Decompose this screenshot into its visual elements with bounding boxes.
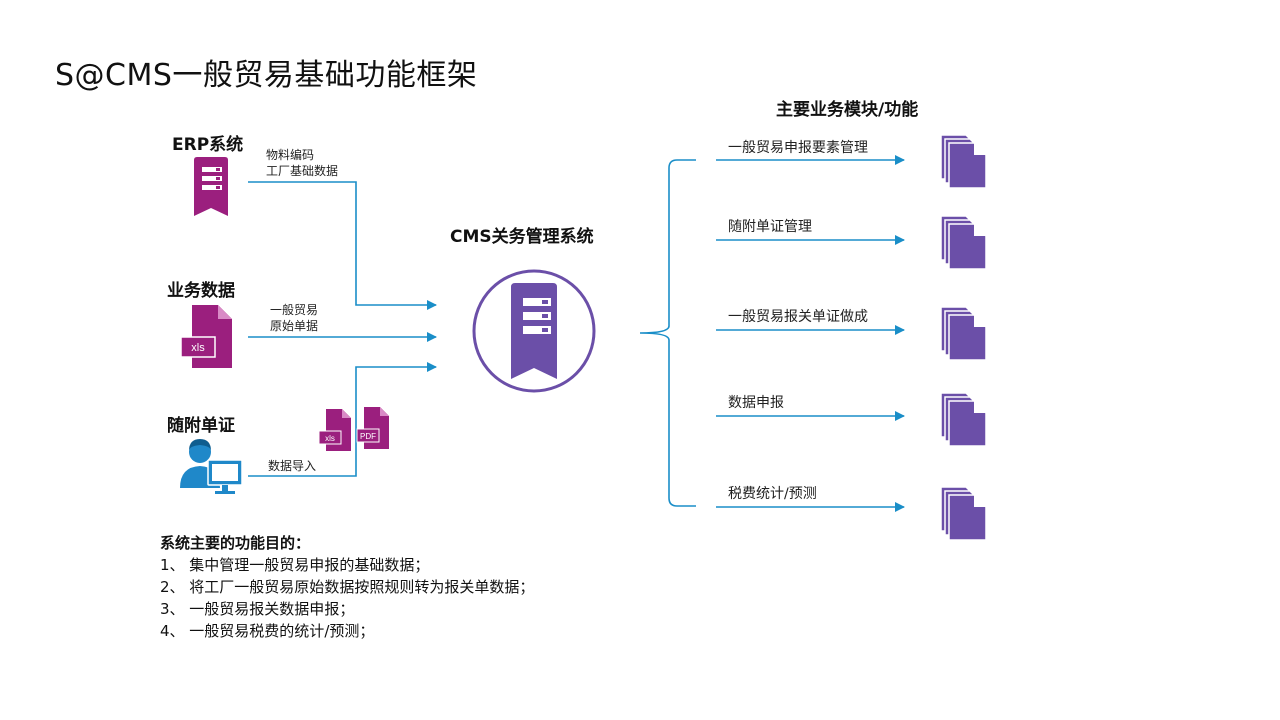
modules-title: 主要业务模块/功能	[776, 100, 919, 120]
erp-connector	[248, 181, 437, 310]
center-label: CMS关务管理系统	[450, 227, 594, 247]
document-stack-icon	[940, 392, 987, 447]
attachments-label: 随附单证	[167, 416, 235, 436]
document-stack-icon	[940, 486, 987, 541]
module-label-2: 随附单证管理	[728, 219, 812, 235]
center-server-icon	[472, 269, 596, 393]
notes-title: 系统主要的功能目的：	[160, 534, 311, 552]
xls-file-icon: xls	[180, 305, 232, 368]
erp-data-line-1: 物料编码	[266, 148, 315, 162]
notes: 系统主要的功能目的： 1、 集中管理一般贸易申报的基础数据； 2、 将工厂一般贸…	[160, 532, 534, 642]
attachments-data-line-1: 数据导入	[268, 459, 317, 473]
document-stack-icon	[940, 215, 987, 270]
modules-brace	[639, 159, 696, 507]
notes-item-4: 4、 一般贸易税费的统计/预测；	[160, 622, 375, 640]
erp-server-icon	[194, 157, 228, 216]
page-title: S@CMS一般贸易基础功能框架	[55, 58, 478, 93]
document-stack-icon	[940, 134, 987, 189]
attachments-connector	[248, 362, 437, 477]
module-label-4: 数据申报	[728, 395, 784, 411]
erp-data-line-2: 工厂基础数据	[266, 164, 339, 178]
business-data-line-1: 一般贸易	[270, 303, 319, 317]
notes-item-3: 3、 一般贸易报关数据申报；	[160, 600, 355, 618]
module-label-1: 一般贸易申报要素管理	[728, 140, 868, 156]
notes-item-1: 1、 集中管理一般贸易申报的基础数据；	[160, 556, 430, 574]
user-computer-icon	[180, 439, 243, 494]
erp-label: ERP系统	[172, 135, 244, 155]
module-label-5: 税费统计/预测	[728, 486, 817, 502]
business-data-line-2: 原始单据	[270, 319, 319, 333]
xls-badge-icon: xls	[318, 409, 351, 451]
document-stack-icon	[940, 306, 987, 361]
pdf-badge-text: PDF	[360, 432, 376, 441]
svg-text:xls: xls	[191, 342, 205, 354]
notes-item-2: 2、 将工厂一般贸易原始数据按照规则转为报关单数据；	[160, 578, 535, 596]
module-label-3: 一般贸易报关单证做成	[728, 309, 868, 325]
business-label: 业务数据	[167, 281, 235, 301]
xls-badge-text: xls	[325, 434, 335, 443]
pdf-badge-icon: PDF	[356, 407, 389, 449]
